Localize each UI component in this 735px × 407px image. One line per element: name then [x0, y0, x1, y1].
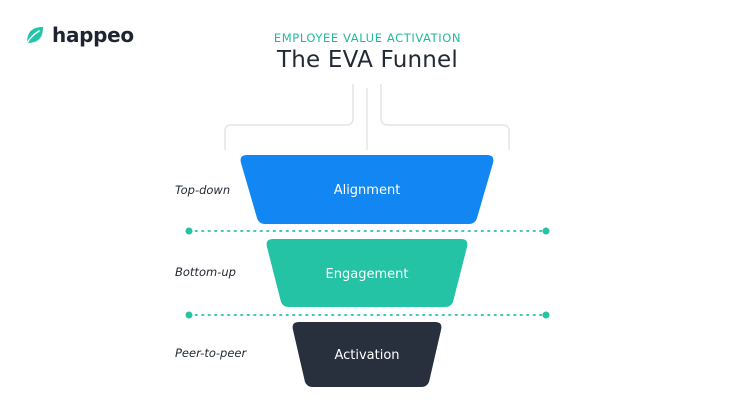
funnel-bracket: [224, 84, 510, 150]
side-label-top-down: Top-down: [175, 183, 231, 197]
funnel-divider-1: [185, 227, 550, 235]
bracket-right: [380, 84, 510, 150]
funnel-divider-2: [185, 311, 550, 319]
brand-logo[interactable]: happeo: [24, 24, 134, 46]
divider-dot-left: [185, 311, 193, 319]
divider-dot-left: [185, 227, 193, 235]
funnel-stage-label-activation: Activation: [334, 348, 399, 363]
divider-dot-right: [542, 227, 550, 235]
page-subtitle: EMPLOYEE VALUE ACTIVATION: [273, 31, 462, 45]
funnel-stage-activation[interactable]: [292, 322, 442, 387]
funnel-stage-alignment[interactable]: [240, 155, 494, 224]
funnel-stage-label-alignment: Alignment: [334, 183, 401, 198]
side-label-bottom-up: Bottom-up: [175, 265, 236, 279]
bracket-left: [224, 84, 354, 150]
brand-name: happeo: [52, 23, 134, 47]
side-label-peer-to-peer: Peer-to-peer: [175, 346, 247, 360]
funnel-stage-engagement[interactable]: [266, 239, 468, 307]
page-title: The EVA Funnel: [277, 47, 458, 73]
divider-dot-right: [542, 311, 550, 319]
funnel-stage-label-engagement: Engagement: [326, 267, 409, 282]
happeo-logo-icon: [26, 27, 43, 44]
